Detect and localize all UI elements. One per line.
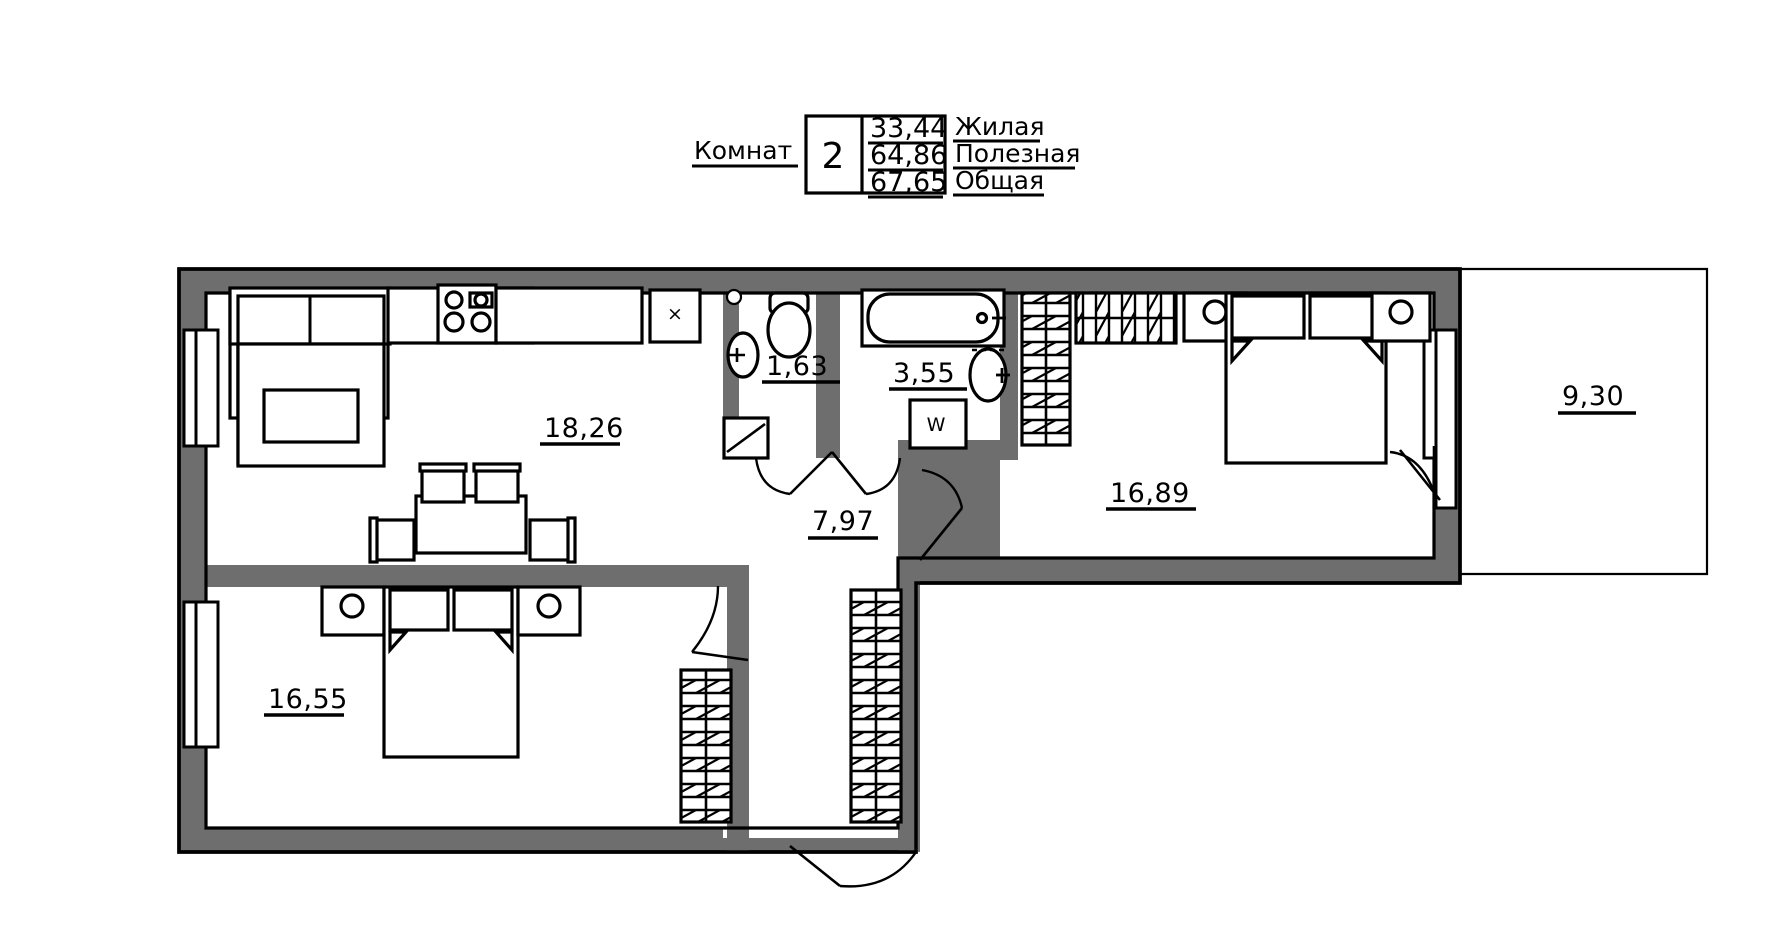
- title-label-zhilaya: Жилая: [955, 112, 1045, 141]
- wardrobe-right-tall: [1020, 291, 1072, 447]
- toilet-icon: [766, 291, 812, 359]
- bed-left-icon: [382, 585, 520, 759]
- wc-sink-icon: [726, 331, 760, 379]
- door-entrance: [839, 851, 917, 888]
- wardrobe-right-wide: [1074, 291, 1178, 345]
- bedroom-left-nightstand-left: [320, 585, 386, 637]
- washing-machine-icon: W: [908, 398, 968, 450]
- bedroom-left-nightstand-right: [516, 585, 582, 637]
- rooms-label: Комнат: [694, 136, 792, 165]
- nightstand-right-icon: [1370, 291, 1432, 343]
- dining-set-icon: [368, 462, 577, 564]
- living-kitchen-furniture: ×: [228, 283, 702, 564]
- door-bedroom-right: [921, 468, 964, 509]
- balcony-outline: [1458, 267, 1709, 576]
- door-bathroom: [865, 457, 902, 496]
- area-bedroom-right: 16,89: [1110, 478, 1190, 509]
- stove-icon: [436, 283, 498, 345]
- title-value-obshchaya: 67,65: [870, 167, 947, 198]
- wc-fixtures: 1,63: [722, 288, 840, 460]
- sofa-detail: [228, 286, 392, 468]
- bathroom-sink-icon: [968, 347, 1010, 403]
- doors: [691, 446, 1442, 888]
- bedroom-right-furniture: 16,89: [1020, 291, 1432, 511]
- washing-machine-label: W: [927, 414, 946, 436]
- closet-right: [849, 588, 903, 824]
- windows: [182, 328, 1458, 749]
- door-bedroom-left: [691, 585, 720, 653]
- kitchen-counter-right: [494, 286, 644, 345]
- area-labels: 18,26 7,97 9,30: [540, 381, 1636, 540]
- bathroom-fixtures: W 3,55: [860, 288, 1010, 450]
- title-block: Комнат 2 33,44 64,86 67,65 Жилая Полезна…: [692, 112, 1080, 199]
- title-label-obshchaya: Общая: [955, 166, 1044, 195]
- title-value-poleznaya: 64,86: [870, 140, 947, 171]
- bathtub-icon: [860, 288, 1006, 348]
- area-bathroom: 3,55: [893, 358, 955, 389]
- title-value-zhilaya: 33,44: [870, 113, 947, 144]
- kitchen-sink-icon: ×: [648, 288, 702, 344]
- area-balcony: 9,30: [1562, 381, 1624, 412]
- wc-pipe-icon: [725, 288, 743, 306]
- kitchen-sink-mark: ×: [667, 303, 683, 325]
- area-wc: 1,63: [766, 351, 828, 382]
- door-wc: [754, 457, 791, 496]
- title-label-poleznaya: Полезная: [955, 139, 1080, 168]
- hallway-closets: [679, 588, 903, 824]
- closet-left: [679, 668, 733, 824]
- area-hallway: 7,97: [812, 506, 874, 537]
- area-bedroom-left: 16,55: [268, 684, 348, 715]
- bedroom-left-furniture: 16,55: [264, 585, 582, 759]
- door-balcony: [1389, 450, 1436, 493]
- bed-right-icon: [1224, 291, 1388, 465]
- rooms-count: 2: [822, 136, 845, 177]
- area-living-kitchen: 18,26: [544, 413, 624, 444]
